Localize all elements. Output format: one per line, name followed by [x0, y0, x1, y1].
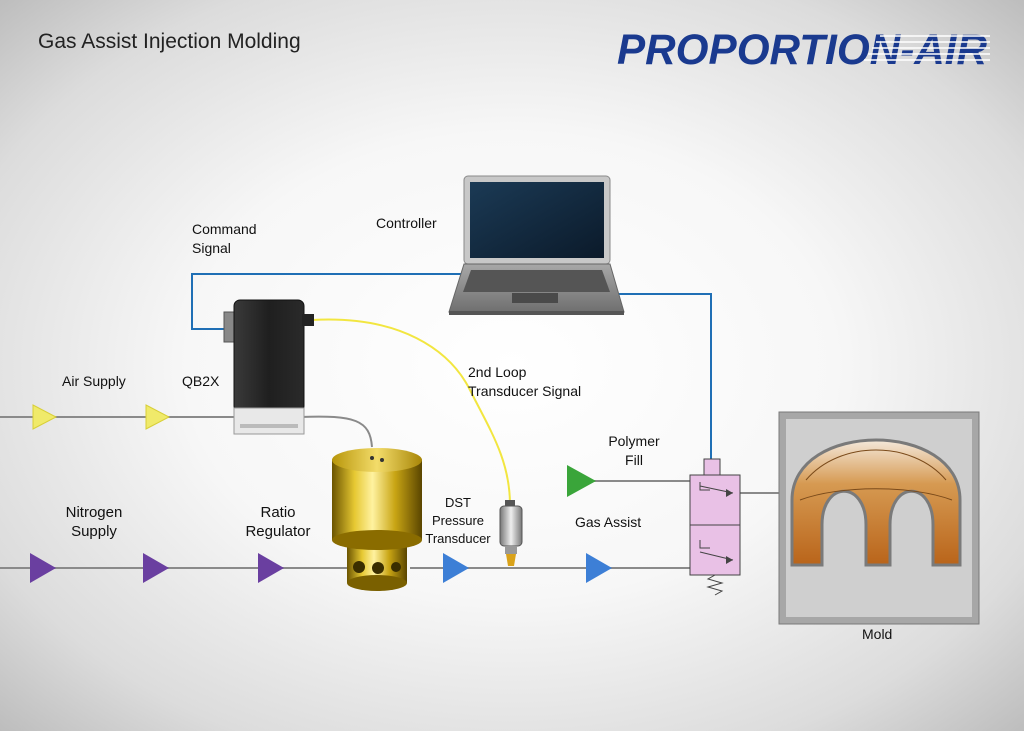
command-signal-label: Command Signal [192, 220, 257, 258]
polymer-fill-label-line-1: Polymer [608, 433, 660, 449]
nitrogen-supply-label-line-1: Nitrogen [65, 504, 123, 521]
dst-label-line-1: DST [445, 495, 471, 510]
nitrogen-supply-label-line-2: Supply [71, 523, 117, 540]
gas-flow-arrow-2 [586, 553, 612, 583]
gas-flow-arrow-1 [443, 553, 469, 583]
dst-label-line-2: Pressure [431, 513, 485, 528]
command-signal-label-line-2: Signal [192, 240, 231, 256]
command-signal-line [191, 273, 465, 330]
command-signal-label-line-1: Command [192, 221, 257, 237]
polymer-flow-arrow [567, 465, 596, 497]
second-loop-label: 2nd Loop Transducer Signal [468, 363, 581, 401]
nitrogen-flow-arrow-2 [143, 553, 169, 583]
logo-wordmark: PROPORTION-AIR [617, 26, 987, 74]
nitrogen-flow-arrow-1 [30, 553, 56, 583]
dst-label-line-3: Transducer [425, 531, 491, 546]
controller-label: Controller [376, 215, 437, 231]
ratio-regulator-label-line-1: Ratio [260, 504, 296, 521]
polymer-fill-label: Polymer Fill [604, 432, 664, 470]
air-flow-arrow-2 [145, 404, 171, 430]
second-loop-label-line-2: Transducer Signal [468, 383, 582, 399]
dst-transducer-label: DST Pressure Transducer [422, 494, 494, 548]
ratio-regulator-label-line-2: Regulator [245, 523, 311, 540]
logo-speed-lines [864, 35, 990, 61]
ratio-regulator-label: Ratio Regulator [240, 503, 316, 541]
gas-assist-label: Gas Assist [575, 514, 642, 530]
diagram-title: Gas Assist Injection Molding [38, 30, 301, 53]
proportion-air-logo: PROPORTION-AIR [617, 26, 990, 74]
mold-label: Mold [862, 626, 893, 642]
mold-icon [778, 411, 980, 625]
qb2x-label: QB2X [182, 373, 220, 389]
controller-laptop-icon [448, 175, 625, 315]
ratio-regulator-icon [332, 448, 422, 591]
gas-assist-valve-icon [689, 458, 741, 596]
polymer-fill-label-line-2: Fill [625, 452, 643, 468]
valve-signal-line [618, 293, 712, 460]
air-flow-arrow-1 [32, 404, 58, 430]
dst-transducer-icon [499, 500, 523, 566]
nitrogen-supply-label: Nitrogen Supply [56, 503, 132, 541]
nitrogen-flow-arrow-3 [258, 553, 284, 583]
air-supply-label: Air Supply [62, 373, 126, 389]
second-loop-label-line-1: 2nd Loop [468, 364, 527, 380]
pilot-pipe [299, 415, 373, 448]
qb2x-regulator-icon [223, 299, 314, 435]
feedback-signal-line [311, 318, 511, 506]
